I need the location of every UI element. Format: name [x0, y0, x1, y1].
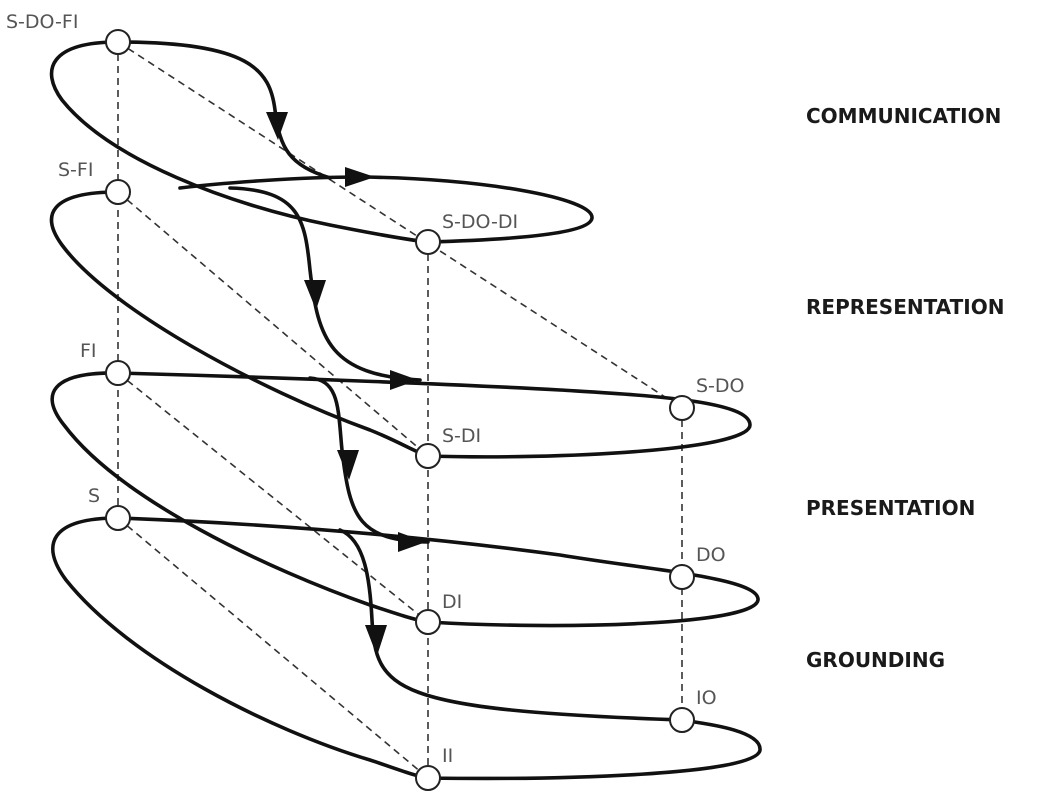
diagonal-fi-to-di — [117, 372, 429, 623]
label-s-do: S-DO — [696, 375, 745, 397]
node-labels: S-DO-FI S-FI FI S S-DO-DI S-DI DI II S-D… — [6, 11, 745, 767]
diagonal-sdofi-to-sdo — [117, 41, 683, 409]
vertical-dashed-lines — [117, 42, 683, 778]
label-do: DO — [696, 544, 726, 566]
arrow-right-communication-icon — [345, 167, 375, 187]
grounding-loop — [51, 516, 762, 781]
node-s-do — [669, 395, 695, 421]
flow-presentation-to-grounding — [308, 376, 430, 544]
communication-loop-upper — [49, 40, 430, 244]
arrowheads — [266, 112, 426, 656]
representation-loop — [49, 190, 752, 459]
presentation-loop — [50, 371, 760, 628]
arrow-right-representation-icon — [390, 370, 418, 390]
nodes — [105, 29, 695, 791]
label-s-fi: S-FI — [58, 159, 93, 181]
label-s-do-di: S-DO-DI — [442, 211, 518, 233]
arrow-down-grounding-icon — [365, 625, 387, 656]
label-s-di: S-DI — [442, 425, 481, 447]
arrow-down-representation-icon — [304, 280, 326, 310]
label-s-do-fi: S-DO-FI — [6, 11, 78, 33]
grounding-loop-lower — [426, 718, 762, 781]
presentation-loop-lower — [116, 516, 760, 628]
node-s-di — [415, 443, 441, 469]
representation-loop-upper — [49, 190, 430, 458]
label-s: S — [88, 485, 100, 507]
presentation-loop-upper — [50, 371, 430, 624]
diagonal-dashed-lines — [117, 41, 683, 779]
node-s-do-fi — [105, 29, 131, 55]
node-do — [669, 564, 695, 590]
node-s-fi — [105, 179, 131, 205]
label-io: IO — [696, 687, 717, 709]
label-ii: II — [442, 745, 453, 767]
grounding-loop-upper — [51, 516, 430, 780]
arrow-down-communication-icon — [266, 112, 288, 140]
node-di — [415, 609, 441, 635]
communication-loop — [49, 40, 594, 244]
representation-loop-lower — [116, 371, 752, 459]
level-communication: COMMUNICATION — [806, 104, 1001, 128]
node-ii — [415, 765, 441, 791]
level-representation: REPRESENTATION — [806, 295, 1004, 319]
node-s — [105, 505, 131, 531]
flow-communication-to-representation — [116, 40, 332, 180]
arrow-right-presentation-icon — [398, 532, 426, 552]
level-grounding: GROUNDING — [806, 648, 945, 672]
level-labels: COMMUNICATION REPRESENTATION PRESENTATIO… — [806, 104, 1004, 672]
flow-representation-to-presentation — [228, 186, 422, 382]
label-di: DI — [442, 591, 462, 613]
diagonal-s-to-ii — [117, 517, 429, 779]
node-s-do-di — [415, 229, 441, 255]
level-presentation: PRESENTATION — [806, 496, 975, 520]
diagonal-sfi-to-sdi — [117, 191, 429, 457]
node-io — [669, 707, 695, 733]
label-fi: FI — [80, 340, 97, 362]
communication-loop-lower — [178, 175, 594, 244]
node-fi — [105, 360, 131, 386]
arrow-down-presentation-icon — [337, 450, 359, 480]
